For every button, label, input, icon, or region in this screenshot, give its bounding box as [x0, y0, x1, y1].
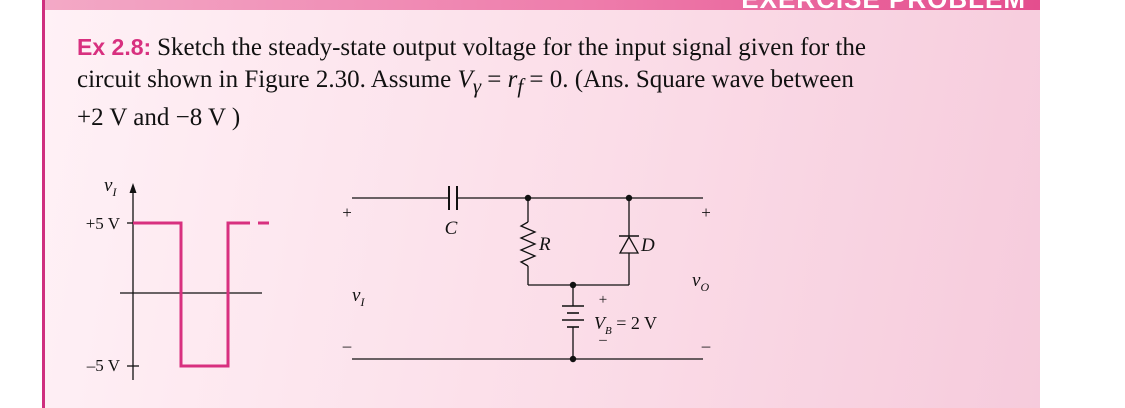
resistor-label: R — [538, 234, 551, 255]
diode-triangle — [618, 235, 640, 254]
statement-line-2: circuit shown in Figure 2.30. Assume Vγ … — [77, 64, 1022, 102]
exercise-statement: Ex 2.8:Sketch the steady-state output vo… — [77, 31, 1022, 134]
circuit-labels: + – + – C R D vI vO + – VB = 2 V — [342, 203, 711, 355]
input-plus-sign: + — [342, 203, 352, 222]
statement-text-2: circuit shown in Figure 2.30. Assume — [77, 66, 458, 93]
cond-v-subscript: γ — [472, 74, 482, 98]
input-square-wave — [133, 221, 250, 368]
diode-label: D — [640, 235, 655, 256]
exercise-panel — [45, 10, 1040, 408]
junction-dot — [625, 194, 633, 202]
clamper-circuit — [352, 186, 703, 360]
cond-equals-1: = — [481, 66, 508, 93]
left-rule — [42, 0, 45, 408]
output-voltage-label: vO — [692, 270, 709, 294]
high-level-label: +5 V — [86, 214, 121, 233]
input-axis-label: vI — [104, 175, 117, 199]
junction-dot — [524, 194, 532, 202]
cond-v-symbol: V — [457, 66, 473, 93]
output-minus-sign: – — [701, 336, 711, 355]
output-plus-sign: + — [701, 203, 711, 222]
resistor-zigzag — [519, 221, 537, 267]
statement-answer: = 0. (Ans. Square wave between — [523, 66, 854, 93]
low-level-label: –5 V — [86, 356, 121, 375]
battery-label: VB = 2 V — [594, 313, 657, 337]
battery-plus-sign: + — [599, 292, 607, 308]
junction-dot — [569, 355, 577, 363]
statement-text-1: Sketch the steady-state output voltage f… — [157, 34, 867, 61]
statement-line-1: Ex 2.8:Sketch the steady-state output vo… — [77, 31, 1022, 64]
input-minus-sign: – — [342, 336, 352, 355]
section-header-title: EXERCISE PROBLEM — [741, 0, 1026, 10]
y-axis-arrowhead — [129, 183, 137, 193]
battery-minus-sign: – — [598, 332, 607, 348]
junction-dot — [569, 281, 577, 289]
circuit-junctions — [524, 194, 633, 363]
statement-line-3: +2 V and −8 V ) — [77, 104, 241, 131]
input-waveform-plot: vI +5 V –5 V — [86, 175, 269, 380]
cond-r-subscript: f — [517, 74, 524, 98]
cond-r-symbol: r — [507, 66, 518, 93]
section-header-band: EXERCISE PROBLEM — [42, 0, 1040, 10]
capacitor-label: C — [445, 218, 458, 239]
input-voltage-label: vI — [352, 285, 365, 309]
exercise-label: Ex 2.8: — [77, 34, 152, 60]
